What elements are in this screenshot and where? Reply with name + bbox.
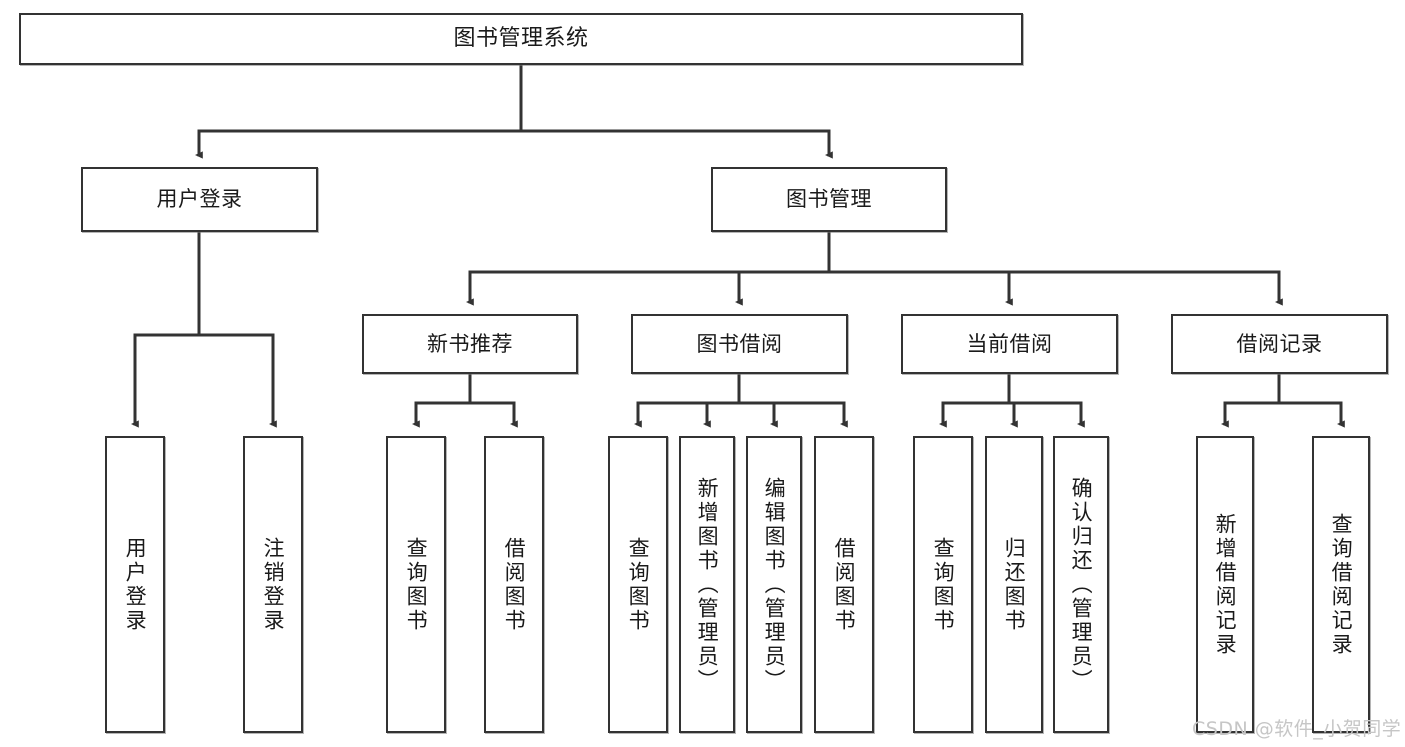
node-borrow-record[interactable]: 借阅记录 — [1171, 314, 1388, 374]
node-leaf-add-borrow-record[interactable]: 新增借阅记录 — [1196, 436, 1254, 733]
node-current-borrow[interactable]: 当前借阅 — [901, 314, 1118, 374]
node-user-login[interactable]: 用户登录 — [81, 167, 318, 232]
node-leaf-query-book-3-label: 查询图书 — [931, 536, 956, 633]
node-leaf-confirm-return-admin-label: 确认归还（管理员） — [1069, 476, 1094, 693]
node-new-book-recommend-label: 新书推荐 — [427, 331, 513, 356]
node-leaf-add-book-admin-label: 新增图书（管理员） — [695, 476, 720, 693]
node-borrow-record-label: 借阅记录 — [1236, 331, 1323, 356]
node-leaf-query-book-1[interactable]: 查询图书 — [386, 436, 446, 733]
node-book-manage-label: 图书管理 — [786, 187, 872, 212]
node-leaf-user-login-label: 用户登录 — [123, 536, 148, 633]
node-leaf-confirm-return-admin[interactable]: 确认归还（管理员） — [1053, 436, 1109, 733]
node-leaf-add-book-admin[interactable]: 新增图书（管理员） — [679, 436, 735, 733]
node-root[interactable]: 图书管理系统 — [19, 13, 1023, 65]
node-leaf-return-book-label: 归还图书 — [1002, 536, 1027, 633]
node-leaf-query-book-3[interactable]: 查询图书 — [913, 436, 973, 733]
node-leaf-query-book-2[interactable]: 查询图书 — [608, 436, 668, 733]
node-leaf-query-borrow-record-label: 查询借阅记录 — [1329, 512, 1354, 657]
node-leaf-edit-book-admin[interactable]: 编辑图书（管理员） — [746, 436, 802, 733]
node-leaf-query-borrow-record[interactable]: 查询借阅记录 — [1312, 436, 1370, 733]
node-leaf-borrow-book-1-label: 借阅图书 — [502, 536, 527, 633]
node-leaf-add-borrow-record-label: 新增借阅记录 — [1213, 512, 1238, 657]
node-leaf-edit-book-admin-label: 编辑图书（管理员） — [762, 476, 787, 693]
node-book-borrow-label: 图书借阅 — [696, 331, 783, 356]
node-leaf-borrow-book-2[interactable]: 借阅图书 — [814, 436, 874, 733]
node-leaf-user-login[interactable]: 用户登录 — [105, 436, 165, 733]
node-new-book-recommend[interactable]: 新书推荐 — [362, 314, 578, 374]
node-leaf-logout-login-label: 注销登录 — [261, 536, 286, 633]
node-current-borrow-label: 当前借阅 — [966, 331, 1053, 356]
node-root-label: 图书管理系统 — [453, 26, 589, 52]
node-leaf-query-book-2-label: 查询图书 — [626, 536, 651, 633]
node-leaf-borrow-book-2-label: 借阅图书 — [832, 536, 857, 633]
node-user-login-label: 用户登录 — [156, 187, 243, 212]
node-leaf-logout-login[interactable]: 注销登录 — [243, 436, 303, 733]
node-leaf-query-book-1-label: 查询图书 — [404, 536, 429, 633]
node-book-borrow[interactable]: 图书借阅 — [631, 314, 848, 374]
node-book-manage[interactable]: 图书管理 — [711, 167, 947, 232]
node-leaf-return-book[interactable]: 归还图书 — [985, 436, 1043, 733]
node-leaf-borrow-book-1[interactable]: 借阅图书 — [484, 436, 544, 733]
